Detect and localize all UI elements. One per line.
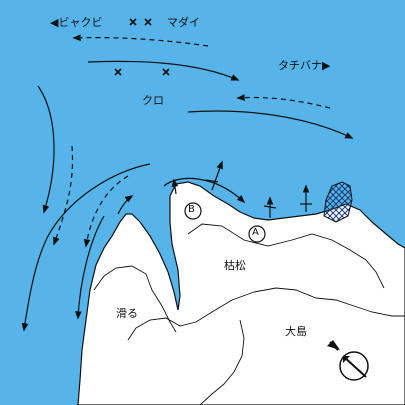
compass-icon <box>327 340 369 381</box>
contour-south <box>199 319 245 405</box>
label-tachibana-text: タチバナ <box>278 59 322 72</box>
contour-center <box>127 287 405 341</box>
label-biyakubi-text: ビャクビ <box>58 16 103 29</box>
reef-hatch-icon <box>323 181 353 223</box>
label-tachibana: タチバナ▶ <box>278 60 330 71</box>
label-nameru: 滑る <box>116 307 138 320</box>
spot-marker-b-circle <box>184 202 202 220</box>
spot-marker-b: B <box>188 204 195 215</box>
cross-mark-icon <box>114 18 170 76</box>
current-arrow-icon <box>21 34 354 332</box>
contour-north <box>187 223 385 289</box>
arrow-left-icon: ◀ <box>50 16 59 29</box>
label-kuro: クロ <box>142 94 164 107</box>
label-kare-matsu: 枯松 <box>224 259 246 272</box>
contour-west <box>93 265 177 333</box>
label-madai: マダイ <box>167 16 200 29</box>
arrow-right-icon: ▶ <box>322 59 331 72</box>
spot-marker-a-circle <box>248 225 266 243</box>
spot-marker-a: A <box>252 227 259 238</box>
fishing-rod-icon <box>205 179 312 209</box>
label-biyakubi: ◀ビャクビ <box>50 17 102 28</box>
label-oshima: 大島 <box>285 325 307 338</box>
